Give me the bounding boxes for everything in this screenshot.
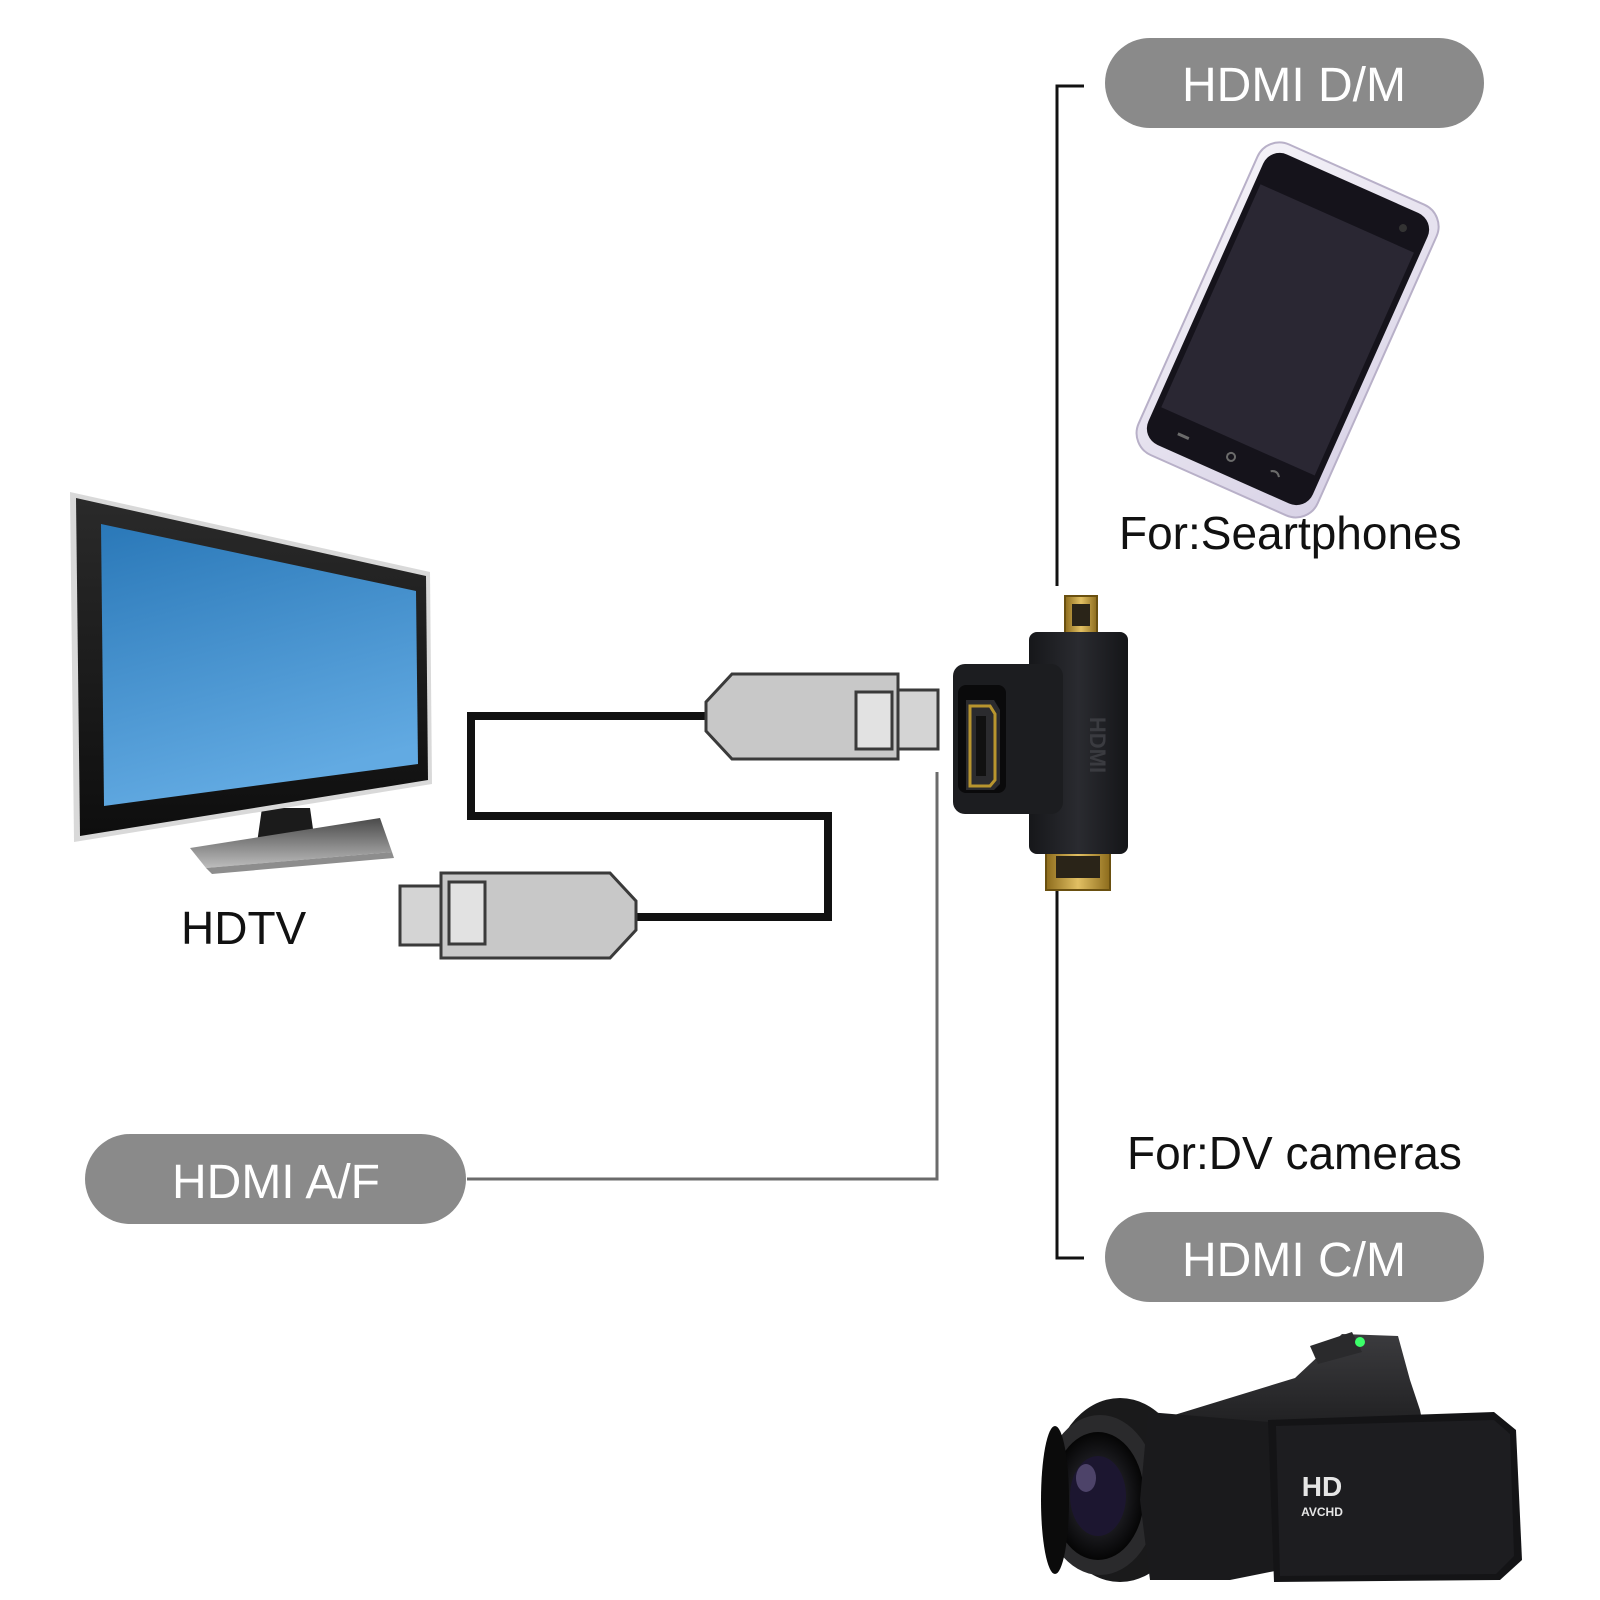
hdmi-cable [467, 712, 832, 921]
pill-hdmi-cm: HDMI C/M [1105, 1212, 1484, 1302]
smartphone-icon [1135, 141, 1440, 519]
camcorder-hd-badge: HD [1302, 1471, 1342, 1502]
caption-dv-cameras: For:DV cameras [1127, 1127, 1462, 1179]
pill-hdmi-dm: HDMI D/M [1105, 38, 1484, 128]
caption-hdtv: HDTV [181, 902, 307, 954]
pill-hdmi-cm-label: HDMI C/M [1182, 1234, 1406, 1287]
pill-hdmi-dm-label: HDMI D/M [1182, 59, 1406, 112]
pill-hdmi-af-label: HDMI A/F [172, 1156, 380, 1209]
pill-hdmi-af: HDMI A/F [85, 1134, 466, 1224]
camcorder-icon: HD AVCHD [1041, 1332, 1522, 1582]
adapter-emboss-text: HDMI [1085, 717, 1110, 773]
leader-lines [467, 84, 1084, 1260]
leader-line-hdmi-cm [1055, 880, 1084, 1260]
tv-icon [70, 492, 432, 874]
leader-line-hdmi-af [467, 772, 939, 1181]
hdmi-plug-icon [704, 672, 940, 761]
camcorder-avchd-badge: AVCHD [1301, 1505, 1343, 1519]
leader-line-hdmi-dm [1055, 84, 1084, 586]
hdmi-plug-icon [398, 871, 638, 960]
hdmi-adapter-icon: HDMI [953, 595, 1128, 891]
